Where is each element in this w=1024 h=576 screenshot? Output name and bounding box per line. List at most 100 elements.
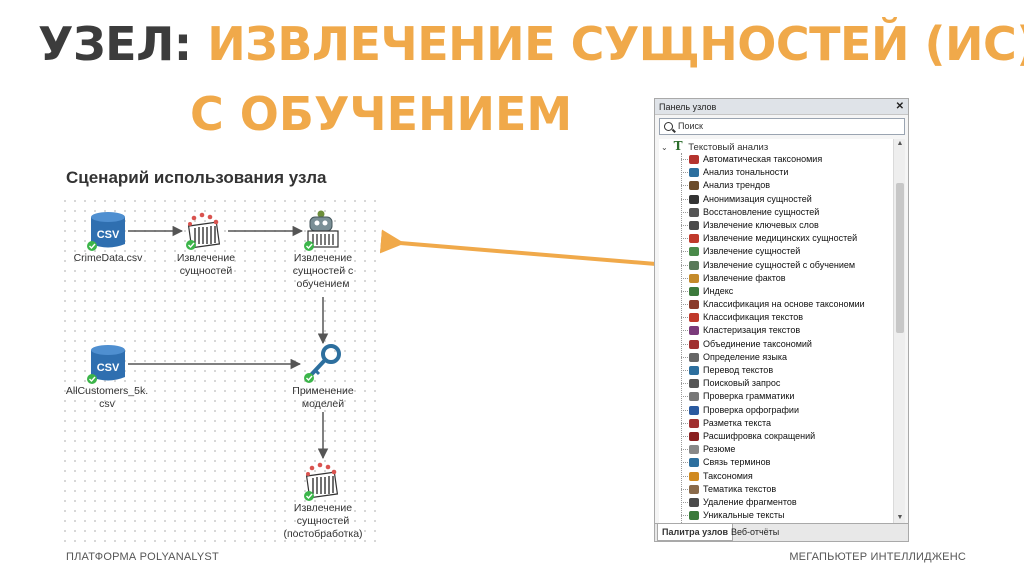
tree-item-label: Восстановление сущностей bbox=[703, 206, 820, 217]
slide-title: УЗЕЛ: ИЗВЛЕЧЕНИЕ СУЩНОСТЕЙ (ИС) bbox=[38, 14, 1024, 74]
tree-branch bbox=[681, 251, 688, 253]
tree-item-label: Разметка текста bbox=[703, 417, 771, 428]
node-type-icon bbox=[689, 313, 699, 323]
title-node-name: ИЗВЛЕЧЕНИЕ СУЩНОСТЕЙ (ИС) bbox=[207, 17, 1024, 71]
scroll-up-icon[interactable]: ▲ bbox=[896, 140, 904, 147]
tree-item-label: Расшифровка сокращений bbox=[703, 430, 816, 441]
csv-database-icon-customers: CSV bbox=[91, 345, 125, 381]
tree-item-label: Резюме bbox=[703, 444, 736, 455]
node-label-line: сущностей bbox=[296, 515, 350, 527]
tree-item[interactable]: Связь терминов bbox=[659, 456, 893, 469]
tree-item-label: Связь терминов bbox=[703, 457, 771, 468]
node-label-line: Извлечение bbox=[293, 502, 353, 514]
node-tree: ⌄ T Текстовый анализ Автоматическая такс… bbox=[659, 139, 893, 523]
tree-branch bbox=[681, 488, 688, 490]
panel-tabs: Палитра узлов Веб-отчёты bbox=[655, 523, 908, 541]
tree-item[interactable]: Классификация текстов bbox=[659, 311, 893, 324]
node-entity-extraction-learning[interactable]: Извлечение сущностей с обучением bbox=[283, 252, 363, 291]
node-type-icon bbox=[689, 260, 699, 270]
tree-item-label: Классификация на основе таксономии bbox=[703, 299, 865, 310]
status-ok-icon bbox=[304, 373, 314, 383]
node-label-text: CrimeData.csv bbox=[73, 252, 143, 264]
tree-item[interactable]: Поисковый запрос bbox=[659, 377, 893, 390]
tree-branch bbox=[681, 224, 688, 226]
tree-item[interactable]: Восстановление сущностей bbox=[659, 206, 893, 219]
tree-item[interactable]: Перевод текстов bbox=[659, 364, 893, 377]
tree-item-label: Уникальные тексты bbox=[703, 510, 785, 521]
tree-item[interactable]: Извлечение фактов bbox=[659, 272, 893, 285]
tree-item-label: Проверка грамматики bbox=[703, 391, 795, 402]
scroll-down-icon[interactable]: ▼ bbox=[896, 514, 904, 521]
node-type-icon bbox=[689, 300, 699, 310]
tree-branch bbox=[681, 501, 688, 503]
node-label-line: Извлечение bbox=[293, 252, 353, 264]
csv-label: CSV bbox=[97, 229, 120, 241]
tree-item[interactable]: Автоматическая таксономия bbox=[659, 153, 893, 166]
panel-header: Панель узлов ✕ bbox=[655, 99, 908, 115]
tree-item[interactable]: Проверка орфографии bbox=[659, 404, 893, 417]
node-all-customers[interactable]: AllCustomers_5k. csv bbox=[62, 385, 152, 411]
tree-item[interactable]: Таксономия bbox=[659, 470, 893, 483]
tree-item[interactable]: Проверка грамматики bbox=[659, 390, 893, 403]
tree-item[interactable]: Расшифровка сокращений bbox=[659, 430, 893, 443]
tree-item-label: Извлечение сущностей с обучением bbox=[703, 259, 856, 270]
tree-item[interactable]: Извлечение ключевых слов bbox=[659, 219, 893, 232]
tree-item[interactable]: Определение языка bbox=[659, 351, 893, 364]
tree-branch bbox=[681, 435, 688, 437]
tree-branch bbox=[681, 449, 688, 451]
tree-item[interactable]: Анализ трендов bbox=[659, 179, 893, 192]
tree-category-text-analysis[interactable]: ⌄ T Текстовый анализ bbox=[661, 139, 768, 153]
tree-item[interactable]: Удаление фрагментов bbox=[659, 496, 893, 509]
tree-branch bbox=[681, 462, 688, 464]
tree-branch bbox=[681, 317, 688, 319]
node-type-icon bbox=[689, 484, 699, 494]
tree-item[interactable]: Извлечение сущностей с обучением bbox=[659, 259, 893, 272]
tree-branch bbox=[681, 211, 688, 213]
close-icon[interactable]: ✕ bbox=[895, 101, 904, 112]
search-icon bbox=[664, 122, 673, 131]
tree-branch bbox=[681, 264, 688, 266]
tree-item[interactable]: Резюме bbox=[659, 443, 893, 456]
status-ok-icon bbox=[304, 241, 314, 251]
tree-item[interactable]: Анонимизация сущностей bbox=[659, 193, 893, 206]
tree-item-label: Тематика текстов bbox=[703, 483, 777, 494]
tree-item[interactable]: Объединение таксономий bbox=[659, 338, 893, 351]
tab-web-reports[interactable]: Веб-отчёты bbox=[731, 527, 780, 537]
node-label-line: Извлечение bbox=[176, 252, 236, 264]
tree-item[interactable]: Уникальные тексты bbox=[659, 509, 893, 522]
tree-item[interactable]: Извлечение сущностей bbox=[659, 245, 893, 258]
status-ok-icon bbox=[186, 240, 196, 250]
tree-item[interactable]: Извлечение медицинских сущностей bbox=[659, 232, 893, 245]
tree-item[interactable]: Кластеризация текстов bbox=[659, 324, 893, 337]
tree-item[interactable]: Индекс bbox=[659, 285, 893, 298]
tree-item-label: Извлечение фактов bbox=[703, 272, 786, 283]
node-type-icon bbox=[689, 247, 699, 257]
node-entity-extraction-post[interactable]: Извлечение сущностей (постобработка) bbox=[278, 502, 368, 541]
tree-item[interactable]: Классификация на основе таксономии bbox=[659, 298, 893, 311]
node-apply-models[interactable]: Применение моделей bbox=[283, 385, 363, 411]
node-type-icon bbox=[689, 445, 699, 455]
tree-branch bbox=[681, 396, 688, 398]
tree-item[interactable]: Анализ тональности bbox=[659, 166, 893, 179]
tab-node-palette[interactable]: Палитра узлов bbox=[657, 524, 734, 541]
tree-item[interactable]: Разметка текста bbox=[659, 417, 893, 430]
tree-item-label: Перевод текстов bbox=[703, 365, 774, 375]
status-ok-icon bbox=[87, 241, 97, 251]
node-label-line: обучением bbox=[296, 278, 350, 290]
scrollbar-thumb[interactable] bbox=[896, 183, 904, 333]
tree-scrollbar[interactable]: ▲ ▼ bbox=[893, 139, 905, 523]
search-input[interactable]: Поиск bbox=[659, 118, 905, 135]
tree-branch bbox=[681, 290, 688, 292]
node-crime-data[interactable]: CrimeData.csv bbox=[70, 252, 146, 265]
node-type-icon bbox=[689, 339, 699, 349]
tree-branch bbox=[681, 198, 688, 200]
node-entity-extraction[interactable]: Извлечение сущностей bbox=[168, 252, 244, 278]
chevron-down-icon[interactable]: ⌄ bbox=[661, 143, 668, 152]
tree-item[interactable]: Тематика текстов bbox=[659, 483, 893, 496]
node-type-icon bbox=[689, 286, 699, 296]
tree-guide-line bbox=[681, 153, 682, 523]
node-label-line: сущностей bbox=[179, 265, 233, 277]
tree-branch bbox=[681, 185, 688, 187]
tree-item-label: Кластеризация текстов bbox=[703, 325, 801, 336]
tree-branch bbox=[681, 277, 688, 279]
